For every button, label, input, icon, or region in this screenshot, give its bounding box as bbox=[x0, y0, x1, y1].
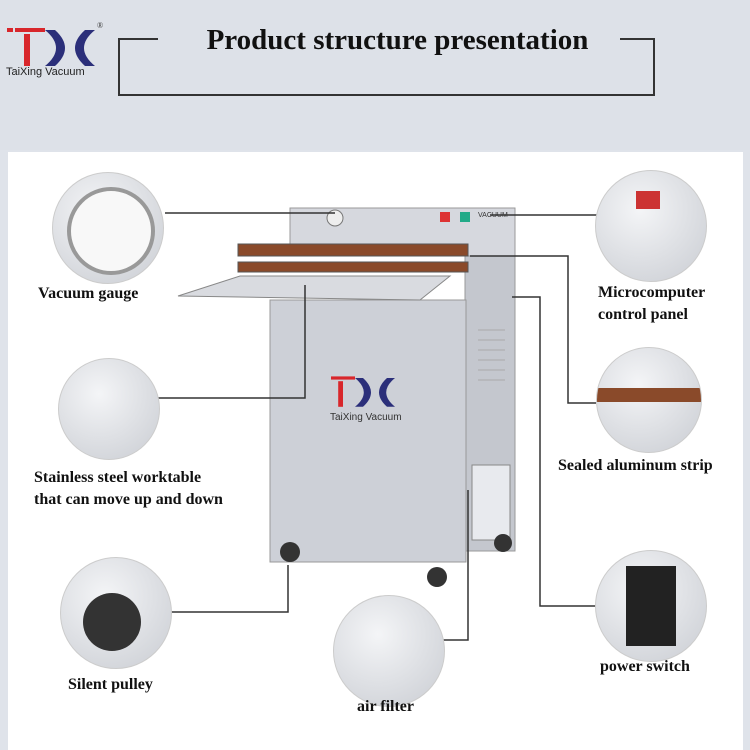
label-air-filter: air filter bbox=[357, 698, 415, 715]
taixing-logo: ® bbox=[5, 20, 105, 82]
label-worktable-1: Stainless steel worktable bbox=[34, 469, 202, 486]
svg-text:®: ® bbox=[97, 21, 103, 30]
power-switch-photo bbox=[595, 550, 707, 662]
control-panel-photo bbox=[595, 170, 707, 282]
label-control-1: Microcomputer bbox=[598, 284, 706, 301]
label-sealed-strip: Sealed aluminum strip bbox=[558, 457, 713, 474]
logo-brand-text: TaiXing Vacuum bbox=[6, 66, 85, 78]
label-silent-pulley: Silent pulley bbox=[68, 676, 153, 693]
sealed-strip-photo bbox=[596, 347, 702, 453]
vacuum-gauge-photo bbox=[52, 172, 164, 284]
label-worktable-2: that can move up and down bbox=[34, 491, 223, 508]
silent-pulley-photo bbox=[60, 557, 172, 669]
label-power-switch: power switch bbox=[600, 658, 690, 675]
title-frame-top-right bbox=[620, 38, 653, 40]
label-control-2: control panel bbox=[598, 306, 688, 323]
machine-logo bbox=[318, 370, 408, 415]
label-vacuum-gauge: Vacuum gauge bbox=[38, 285, 139, 302]
title-frame-top-left bbox=[118, 38, 158, 40]
worktable-photo bbox=[58, 358, 160, 460]
machine-brand-text: TaiXing Vacuum bbox=[330, 412, 402, 423]
title-frame bbox=[118, 38, 655, 96]
page-title: Product structure presentation bbox=[175, 24, 620, 57]
air-filter-photo bbox=[333, 595, 445, 707]
